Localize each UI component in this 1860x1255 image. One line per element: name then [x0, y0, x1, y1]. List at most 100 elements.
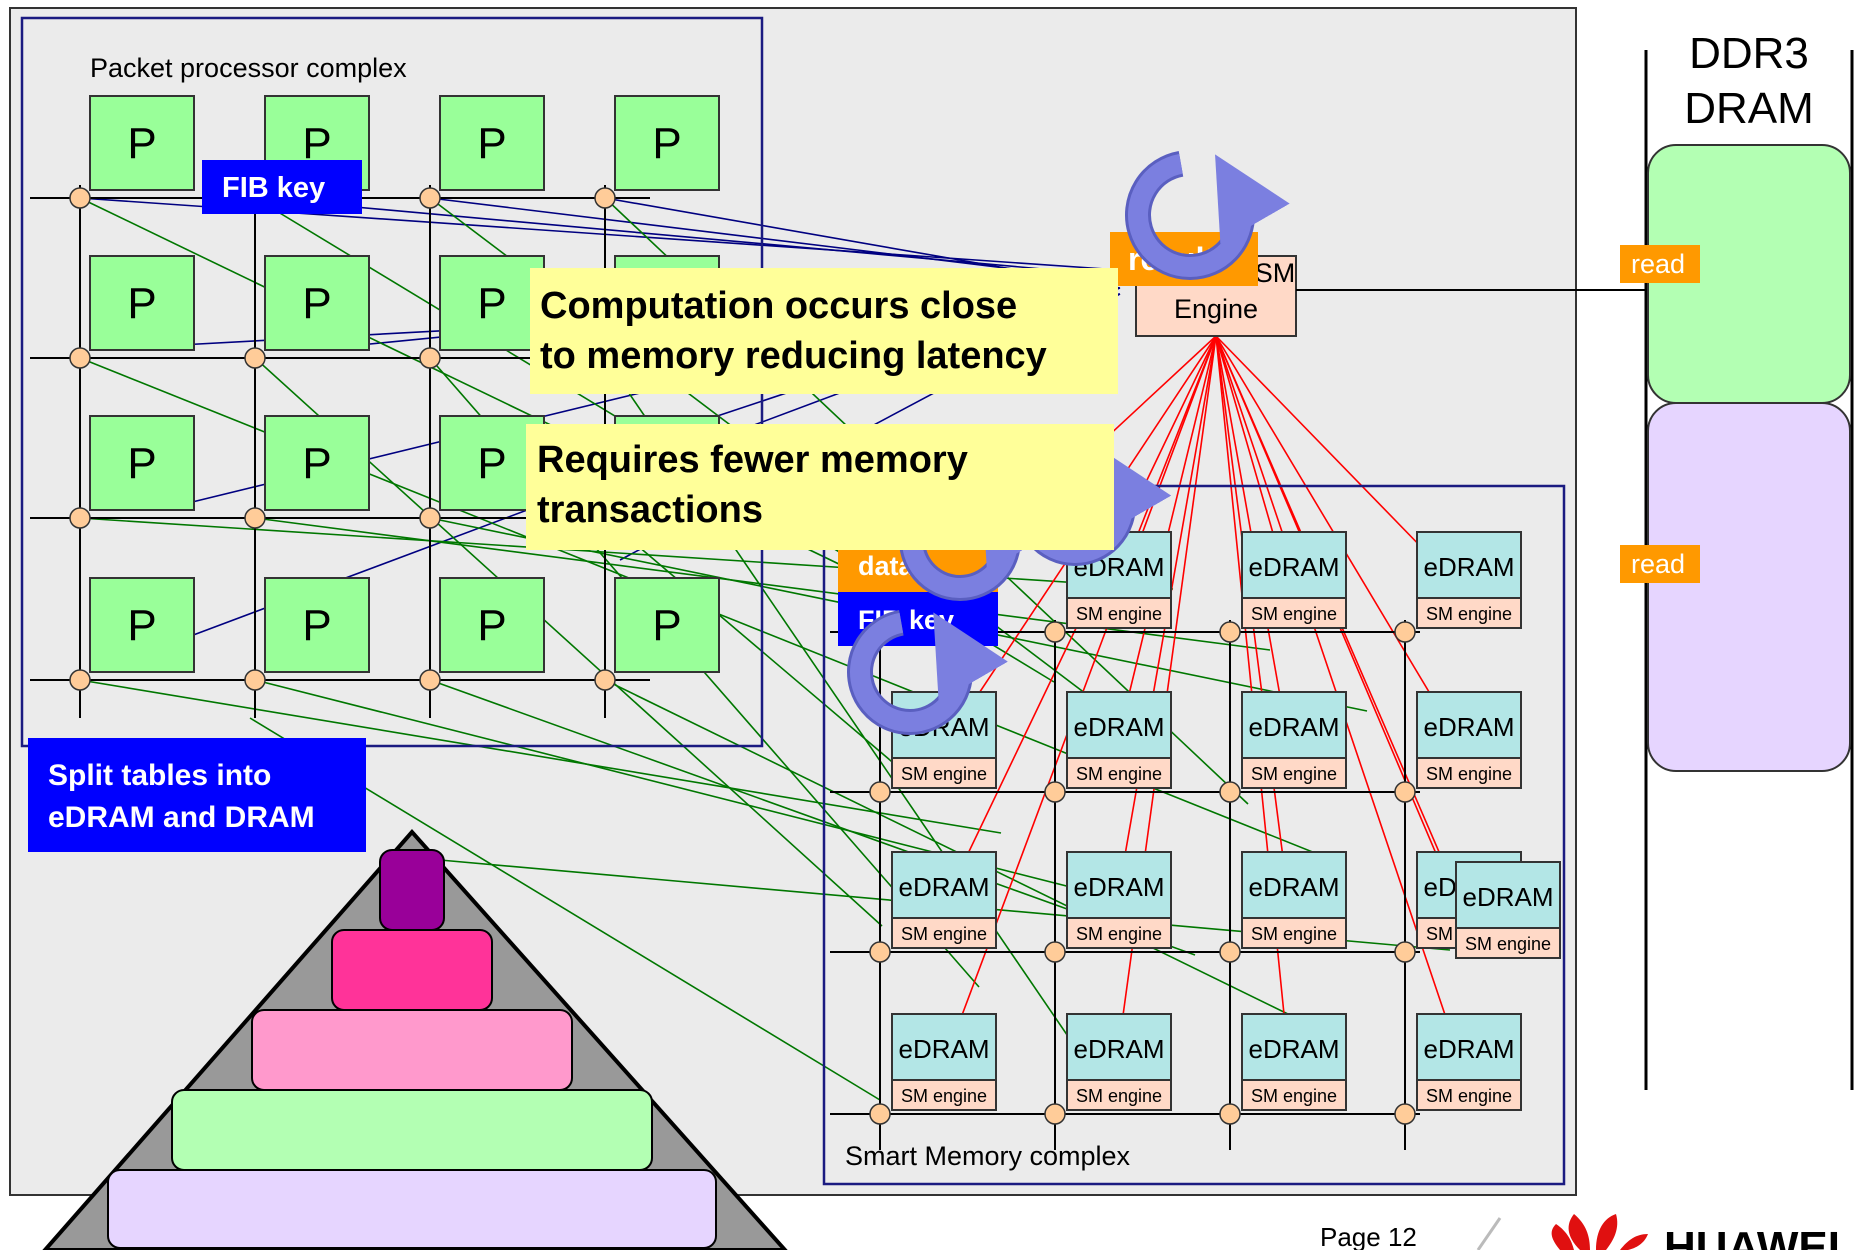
edram-label-extra: eDRAM: [1462, 882, 1553, 912]
smart-memory-complex-title: Smart Memory complex: [845, 1141, 1131, 1171]
processor-label-6: P: [302, 279, 331, 328]
processor-label-2: P: [302, 119, 331, 168]
edram-block-3: [1241, 531, 1347, 599]
edram-label-6: eDRAM: [1073, 712, 1164, 742]
processor-label-11: P: [477, 439, 506, 488]
fib-key-tag: [202, 160, 362, 214]
sm-engine-box-16: [1416, 1079, 1522, 1111]
edram-block-9: [891, 851, 997, 919]
pp-node-5: [69, 347, 91, 369]
edram-label-11: eDRAM: [1248, 872, 1339, 902]
processor-label-5: P: [127, 279, 156, 328]
edram-block-15: [1241, 1013, 1347, 1081]
callout-computation-line2: to memory reducing latency: [540, 335, 1047, 377]
pp-node-3: [419, 187, 441, 209]
edram-block-14: [1066, 1013, 1172, 1081]
green-wire-12: [604, 517, 905, 773]
processor-label-7: P: [477, 279, 506, 328]
edram-block-extra: [1455, 861, 1561, 929]
sm-engine-box-7: [1241, 757, 1347, 789]
sm-node-2: [1044, 621, 1066, 643]
sm-engine-box-6: [1066, 757, 1172, 789]
pp-node-1: [69, 187, 91, 209]
edram-label-10: eDRAM: [1073, 872, 1164, 902]
sm-engine-label-11: SM engine: [1251, 924, 1337, 944]
sm-engine-box-2: [1066, 597, 1172, 629]
page-number: Page 12: [1320, 1222, 1417, 1250]
pp-node-10: [244, 507, 266, 529]
sm-node-8: [1394, 781, 1416, 803]
sm-engine-label-extra: SM engine: [1465, 934, 1551, 954]
packet-processor-complex-title: Packet processor complex: [90, 53, 407, 83]
huawei-petal-icon: [1551, 1214, 1648, 1250]
processor-label-13: P: [127, 601, 156, 650]
pp-node-4: [594, 187, 616, 209]
sm-engine-label-15: SM engine: [1251, 1086, 1337, 1106]
processor-box-13: [89, 577, 195, 673]
sm-engine-box-9: [891, 917, 997, 949]
sm-node-10: [1044, 941, 1066, 963]
read-tag-upper: [1620, 245, 1700, 283]
sm-engine-label-16: SM engine: [1426, 1086, 1512, 1106]
pyramid-tier-2: [331, 929, 493, 1011]
sm-node-12: [1394, 941, 1416, 963]
callout-split-line2: eDRAM and DRAM: [48, 801, 315, 834]
sm-node-16: [1394, 1103, 1416, 1125]
dram-title-line1: DDR3: [1689, 29, 1809, 78]
sm-node-3: [1219, 621, 1241, 643]
sm-node-13: [869, 1103, 891, 1125]
pp-node-7: [419, 347, 441, 369]
sm-engine-label-3: SM engine: [1251, 604, 1337, 624]
sm-engine-box-5: [891, 757, 997, 789]
huawei-logo: HUAWEI: [1476, 1214, 1840, 1255]
sm-engine-box-extra: [1455, 927, 1561, 959]
processor-label-15: P: [477, 601, 506, 650]
pp-node-6: [244, 347, 266, 369]
sm-node-4: [1394, 621, 1416, 643]
pp-node-15: [419, 669, 441, 691]
green-wire-16: [604, 679, 1293, 1017]
processor-box-10: [264, 415, 370, 511]
processor-label-4: P: [652, 119, 681, 168]
processor-box-4: [614, 95, 720, 191]
edram-label-4: eDRAM: [1423, 552, 1514, 582]
edram-block-11: [1241, 851, 1347, 919]
huawei-wordmark: HUAWEI: [1664, 1223, 1840, 1250]
edram-block-4: [1416, 531, 1522, 599]
edram-block-7: [1241, 691, 1347, 759]
edram-label-3: eDRAM: [1248, 552, 1339, 582]
callout-split-line1: Split tables into: [48, 759, 271, 792]
sm-node-14: [1044, 1103, 1066, 1125]
sm-engine-box-13: [891, 1079, 997, 1111]
sm-engine-box-10: [1066, 917, 1172, 949]
processor-box-6: [264, 255, 370, 351]
sm-engine-label-14: SM engine: [1076, 1086, 1162, 1106]
sm-engine-label-6: SM engine: [1076, 764, 1162, 784]
sm-node-11: [1219, 941, 1241, 963]
sm-engine-main-line1: SM: [1255, 258, 1296, 288]
read-tag-lower-text: read: [1631, 549, 1685, 579]
sm-engine-box-14: [1066, 1079, 1172, 1111]
sm-node-7: [1219, 781, 1241, 803]
circular-arrow-lower-icon: [847, 609, 1008, 735]
sm-engine-label-2: SM engine: [1076, 604, 1162, 624]
sm-engine-label-8: SM engine: [1426, 764, 1512, 784]
pp-node-16: [594, 669, 616, 691]
sm-engine-box-11: [1241, 917, 1347, 949]
processor-label-10: P: [302, 439, 331, 488]
edram-label-8: eDRAM: [1423, 712, 1514, 742]
callout-fewer-transactions: Requires fewer memory transactions: [526, 424, 1114, 550]
edram-label-16: eDRAM: [1423, 1034, 1514, 1064]
callout-computation: Computation occurs close to memory reduc…: [530, 268, 1118, 394]
callout-fewer-line2: transactions: [537, 489, 763, 531]
circular-arrow-lower-icon-body: [850, 612, 1008, 732]
edram-label-13: eDRAM: [898, 1034, 989, 1064]
processor-label-9: P: [127, 439, 156, 488]
callout-split-tables: Split tables into eDRAM and DRAM: [28, 738, 366, 852]
sm-engine-main-line2: Engine: [1174, 294, 1258, 324]
circular-arrow-top-icon-body: [1128, 153, 1290, 277]
edram-label-14: eDRAM: [1073, 1034, 1164, 1064]
sm-engine-label-13: SM engine: [901, 1086, 987, 1106]
sm-node-6: [1044, 781, 1066, 803]
